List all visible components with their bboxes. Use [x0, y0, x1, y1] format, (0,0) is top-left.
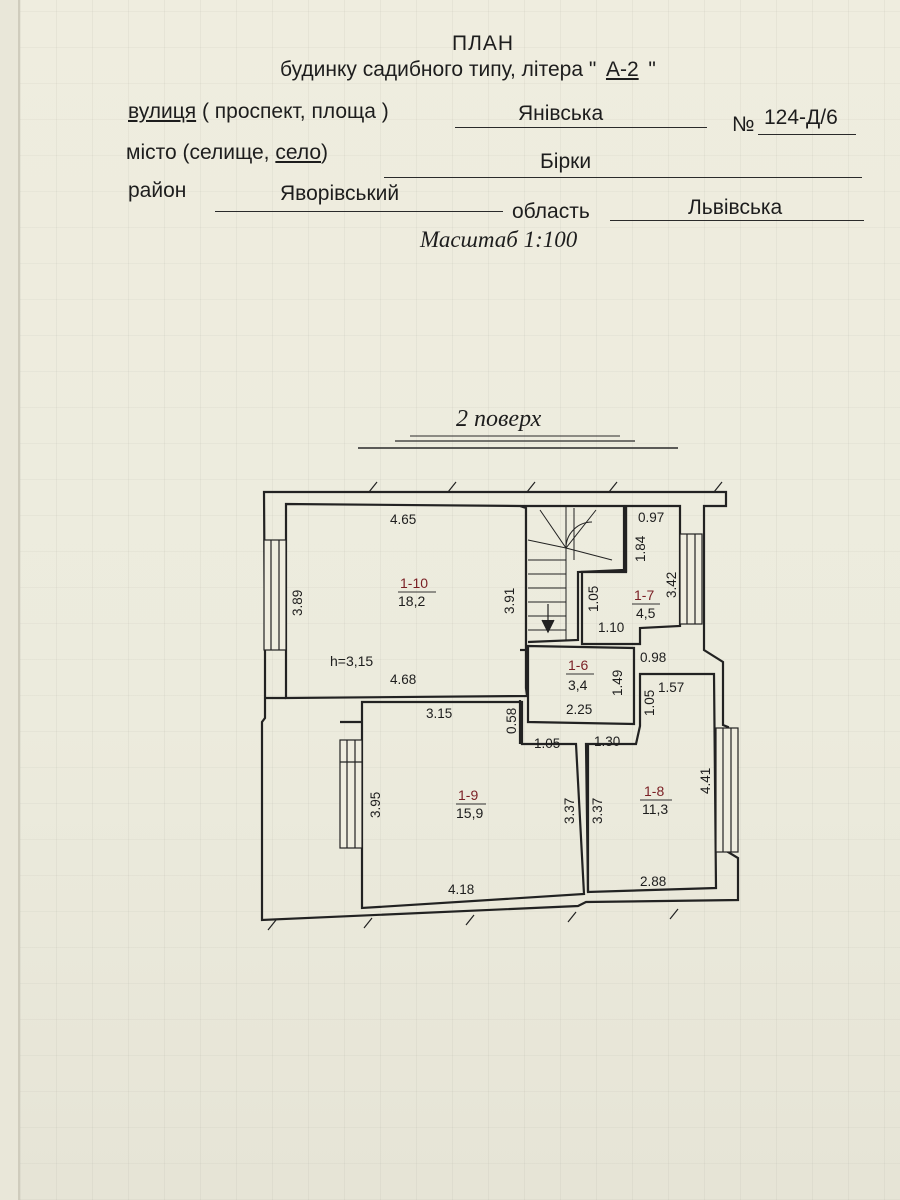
room-id-1-10: 1-10 — [400, 575, 428, 591]
district-underline — [215, 211, 503, 212]
subtitle-prefix: будинку садибного типу, літера " — [280, 58, 597, 81]
room-id-1-6: 1-6 — [568, 657, 588, 673]
window-west-lower — [339, 739, 363, 849]
floor-title-underline — [358, 435, 678, 449]
room-id-1-8: 1-8 — [644, 783, 664, 799]
dim-r8-right: 4.41 — [698, 768, 713, 794]
dim-r6-bottom: 2.25 — [566, 702, 592, 717]
room-id-1-7: 1-7 — [634, 587, 654, 603]
dim-r7-left: 1.05 — [586, 586, 601, 612]
dim-r9-left: 3.95 — [368, 792, 383, 818]
dim-r10-bottom: 4.68 — [390, 672, 416, 687]
outer-hatch — [267, 481, 723, 931]
region-value: Львівська — [688, 196, 783, 219]
dim-corridor-b: 1.30 — [594, 734, 620, 749]
window-east-upper — [679, 533, 703, 625]
room-area-1-7: 4,5 — [636, 605, 656, 621]
window-west-upper — [263, 539, 287, 651]
stair-arrow — [541, 604, 555, 634]
building-letter: А-2 — [605, 58, 639, 81]
street-label-alt: ( проспект, площа ) — [201, 100, 389, 123]
room-1-8-wall — [584, 672, 718, 894]
city-value: Бірки — [540, 150, 592, 173]
dim-r7-top: 0.97 — [638, 510, 664, 525]
dim-r10-top: 4.65 — [390, 512, 416, 527]
plan-subtitle: будинку садибного типу, літера " А-2 " — [280, 58, 656, 82]
room-area-1-8: 11,3 — [642, 801, 668, 817]
region-underline — [610, 220, 864, 221]
document-sheet — [18, 0, 900, 1200]
dim-corridor-a: 1.05 — [534, 736, 560, 751]
paper-grid — [20, 0, 900, 1200]
number-label: № — [732, 113, 755, 136]
street-label: вулиця ( проспект, площа ) — [128, 100, 389, 124]
dim-r10-left: 3.89 — [290, 590, 305, 616]
windows — [263, 533, 739, 853]
street-value: Янівська — [518, 102, 604, 125]
city-underline — [384, 177, 862, 178]
room-1-9-wall — [360, 700, 586, 910]
room-area-1-10: 18,2 — [398, 593, 425, 609]
dim-r9-small: 0.58 — [504, 708, 519, 734]
dim-r8-top: 1.57 — [658, 680, 684, 695]
city-label: місто (селище, село) — [126, 141, 328, 165]
city-label-village: село — [275, 141, 322, 164]
dim-r9-bottom: 4.18 — [448, 882, 474, 897]
room-1-6-wall — [526, 644, 636, 726]
district-label: район — [128, 179, 187, 202]
dim-r9-top: 3.15 — [426, 706, 452, 721]
district-value: Яворівський — [280, 182, 400, 205]
subtitle-suffix: " — [648, 58, 656, 81]
dim-r8-left: 3.37 — [590, 798, 605, 824]
dim-r7-right: 3.42 — [664, 572, 679, 598]
dim-r8-bottom: 2.88 — [640, 874, 666, 889]
room-area-1-9: 15,9 — [456, 805, 483, 821]
plan-title: ПЛАН — [452, 32, 515, 55]
window-east-lower — [715, 727, 739, 853]
room-area-1-6: 3,4 — [568, 677, 588, 693]
region-label: область — [512, 200, 590, 223]
dim-r7-a: 1.84 — [633, 535, 648, 562]
city-label-a: місто (селище, — [126, 141, 270, 164]
dim-r8-a: 1.05 — [642, 690, 657, 716]
outer-wall — [260, 490, 740, 922]
city-label-c: ) — [321, 141, 329, 164]
dim-r7-bottom: 0.98 — [640, 650, 666, 665]
scale-label: Масштаб 1:100 — [420, 227, 578, 252]
street-underline — [455, 127, 707, 128]
number-value: 124-Д/6 — [764, 106, 838, 129]
dim-r6-right: 1.49 — [610, 670, 625, 696]
floor-title: 2 поверх — [456, 406, 542, 432]
room-id-1-9: 1-9 — [458, 787, 478, 803]
room-height: h=3,15 — [330, 653, 373, 669]
dim-r7-mid: 1.10 — [598, 620, 624, 635]
dim-r10-right: 3.91 — [502, 588, 517, 614]
dim-r9-right: 3.37 — [562, 798, 577, 824]
street-label-main: вулиця — [128, 100, 197, 123]
number-underline — [758, 134, 856, 135]
